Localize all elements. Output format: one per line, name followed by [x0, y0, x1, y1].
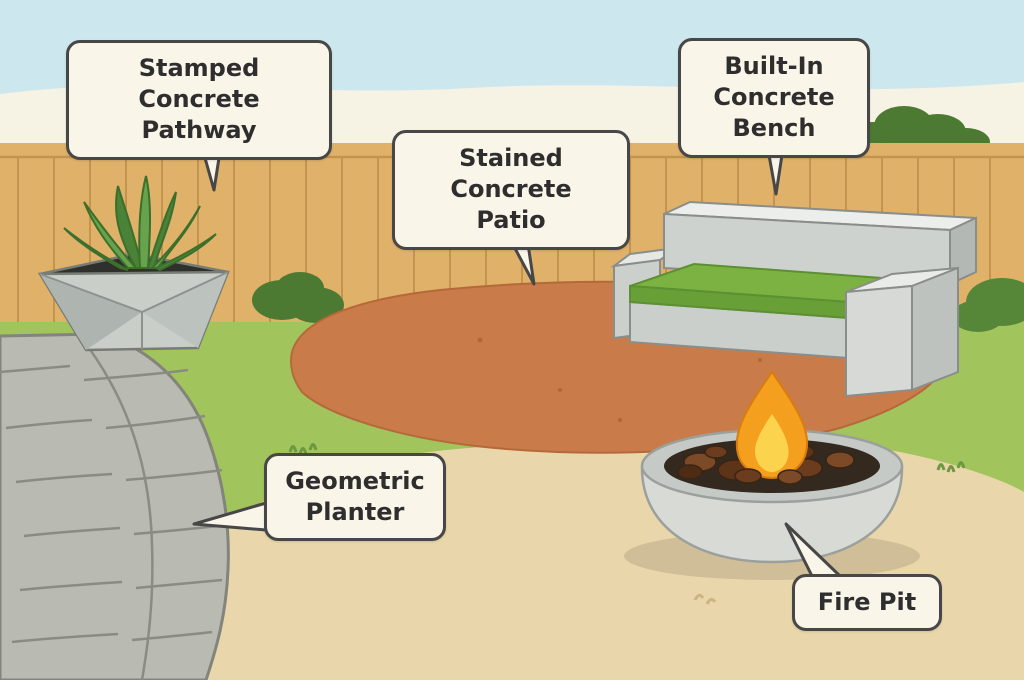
shrub-right [952, 278, 1024, 332]
planter-facet-left [40, 274, 142, 350]
fire-pit-front-rocks [734, 468, 803, 485]
bench-right-arm [845, 266, 959, 398]
planter-facet-right [142, 272, 228, 348]
label-geometric-planter: Geometric Planter [264, 453, 446, 542]
planter-facet-lines [39, 271, 229, 349]
label-stained-concrete-patio: Stained Concrete Patio [392, 130, 630, 250]
flame-inner-icon [754, 414, 789, 472]
label-stamped-concrete-pathway: Stamped Concrete Pathway [66, 40, 332, 160]
fire-pit [624, 370, 920, 580]
grass-tufts [288, 443, 966, 473]
concrete-bench [610, 200, 977, 398]
shrub-left [252, 272, 344, 323]
concrete-leaf-marks [693, 593, 717, 605]
geometric-planter [37, 175, 230, 352]
label-fire-pit: Fire Pit [792, 574, 942, 632]
label-built-in-concrete-bench: Built-In Concrete Bench [678, 38, 870, 158]
agave-plant [63, 175, 217, 272]
pathway-stone-joints [0, 335, 228, 680]
